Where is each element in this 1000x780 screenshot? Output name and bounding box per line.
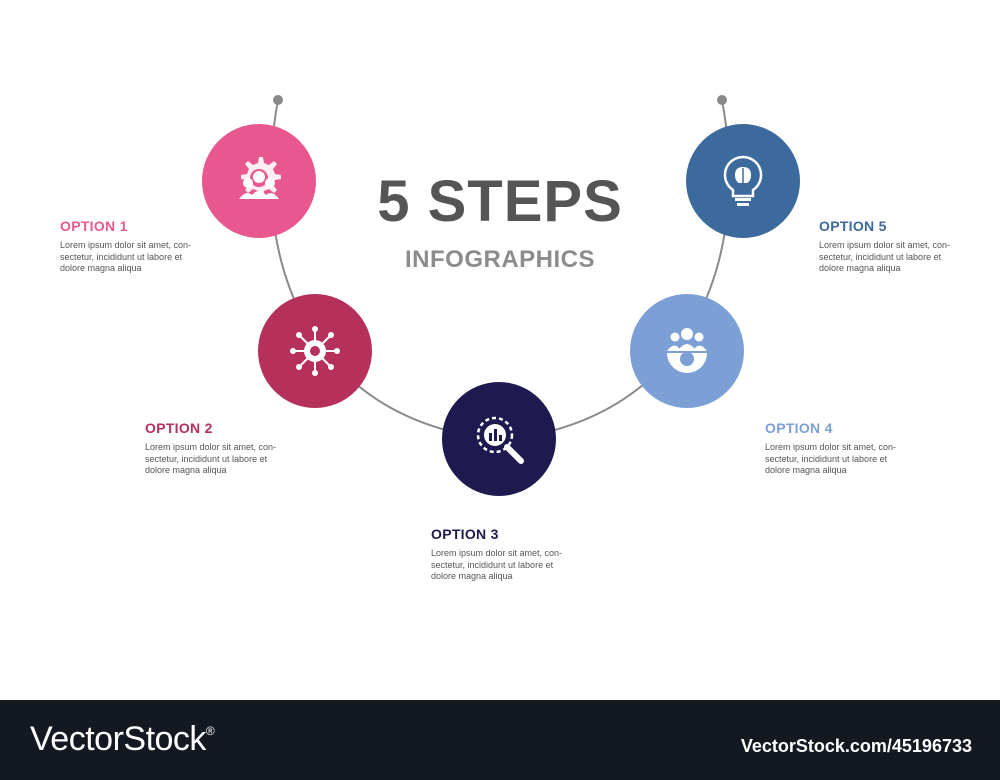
arc-endpoint-right (717, 95, 727, 105)
connector-arc (269, 95, 731, 442)
footer-logo[interactable]: VectorStock® (30, 720, 215, 759)
option-2-block: OPTION 2 Lorem ipsum dolor sit amet, con… (145, 420, 305, 477)
step-2-circle (258, 294, 372, 408)
step-4-circle (630, 294, 744, 408)
option-1-text: Lorem ipsum dolor sit amet, con- sectetu… (60, 240, 192, 273)
step-1-circle (202, 124, 316, 238)
page-title: 5 STEPS (377, 169, 623, 234)
registered-mark: ® (205, 724, 215, 738)
option-4-block: OPTION 4 Lorem ipsum dolor sit amet, con… (765, 420, 925, 477)
footer-url-link[interactable]: VectorStock.com/45196733 (740, 736, 972, 756)
option-3-title: OPTION 3 (431, 526, 499, 542)
option-3-block: OPTION 3 Lorem ipsum dolor sit amet, con… (431, 526, 591, 583)
magnifier-chart-icon (476, 416, 524, 464)
option-2-title: OPTION 2 (145, 420, 213, 436)
footer-bar: VectorStock® VectorStock.com/45196733 (0, 700, 1000, 780)
option-5-text: Lorem ipsum dolor sit amet, con- sectetu… (819, 240, 951, 273)
page-subtitle: INFOGRAPHICS (404, 246, 595, 273)
option-4-text: Lorem ipsum dolor sit amet, con- sectetu… (765, 442, 897, 475)
network-gear-icon (290, 326, 340, 376)
option-5-block: OPTION 5 Lorem ipsum dolor sit amet, con… (819, 218, 979, 275)
option-4-title: OPTION 4 (765, 420, 833, 436)
team-gear-icon (239, 157, 281, 199)
option-1-title: OPTION 1 (60, 218, 128, 234)
step-3-circle (442, 382, 556, 496)
step-5-circle (686, 124, 800, 238)
people-gear-icon (667, 328, 707, 373)
infographic-canvas: 5 STEPS INFOGRAPHICS (60, 95, 979, 583)
option-3-text: Lorem ipsum dolor sit amet, con- sectetu… (431, 548, 563, 581)
footer-logo-text: VectorStock (30, 720, 206, 758)
option-2-text: Lorem ipsum dolor sit amet, con- sectetu… (145, 442, 277, 475)
option-1-block: OPTION 1 Lorem ipsum dolor sit amet, con… (60, 218, 220, 275)
brain-bulb-icon (723, 155, 763, 206)
option-5-title: OPTION 5 (819, 218, 887, 234)
arc-endpoint-left (273, 95, 283, 105)
